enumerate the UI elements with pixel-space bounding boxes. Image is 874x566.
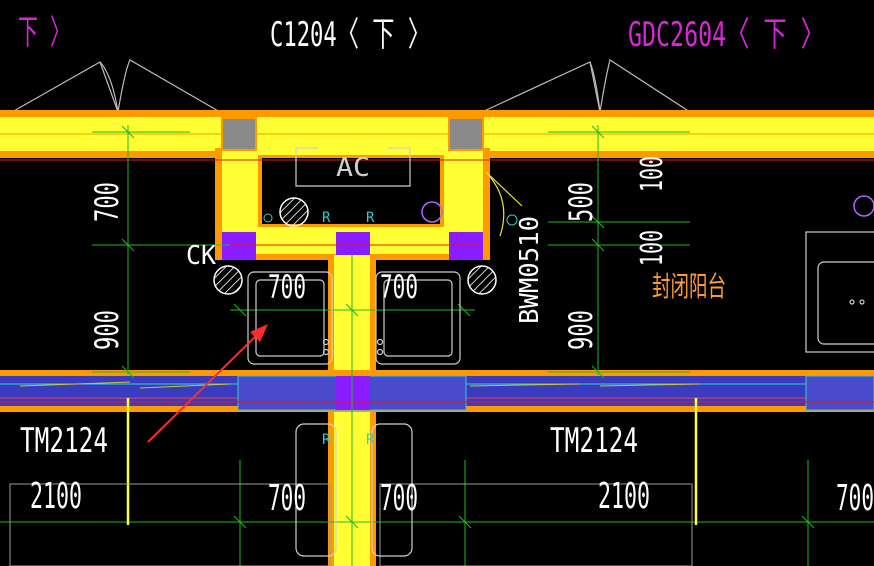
room-outline-right xyxy=(379,483,693,566)
dim-left-vert-700: 700 xyxy=(88,182,126,222)
circle-icon xyxy=(853,195,874,217)
pipe-tag-b: R xyxy=(366,210,375,226)
red-arrow-icon xyxy=(147,324,268,443)
dim-right-vert-900: 900 xyxy=(562,310,600,350)
column-purple-right xyxy=(449,232,483,260)
window-band xyxy=(0,370,874,412)
door-swing-arc-icon xyxy=(485,171,523,237)
door-left-label: TM2124 xyxy=(20,421,108,461)
balcony-label: 封闭阳台 xyxy=(652,270,726,303)
pipe-tag-a: R xyxy=(322,210,331,226)
column-gray-right xyxy=(448,117,484,151)
ac-unit xyxy=(295,147,411,187)
window-c1204-label: C1204〈 下 〉 xyxy=(270,15,430,55)
top-left-fragment-label: 下 〉 xyxy=(18,13,70,53)
dim-inner-left-700: 700 xyxy=(268,268,306,306)
circle-icon xyxy=(263,213,273,223)
dimension-lines xyxy=(0,125,874,566)
hatched-circle-icon xyxy=(213,197,497,295)
dim-bottom-left-700: 700 xyxy=(268,478,306,519)
pipe-tag-c: R xyxy=(322,432,331,448)
room-outline-left xyxy=(9,483,331,566)
dim-inner-right-700: 700 xyxy=(380,268,418,306)
dim-bottom-mid-700: 700 xyxy=(380,478,418,519)
pipe-tag-d: R xyxy=(366,432,375,448)
window-gdc2604-label: GDC2604〈 下 〉 xyxy=(628,15,824,55)
top-wall xyxy=(0,110,874,158)
sink-fixture xyxy=(805,231,874,353)
dim-bottom-right-700: 700 xyxy=(836,478,874,519)
dim-right-width: 2100 xyxy=(598,476,650,517)
dim-far-right-100b: 100 xyxy=(635,230,670,266)
bwm-label: BWM0510 xyxy=(515,216,545,324)
dim-left-vert-900: 900 xyxy=(88,310,126,350)
column-purple-left xyxy=(222,232,256,260)
circle-icon xyxy=(421,201,443,223)
circle-icon xyxy=(506,214,518,226)
ck-label: CK xyxy=(186,241,216,271)
ac-label: AC xyxy=(336,153,370,183)
dim-left-width: 2100 xyxy=(30,476,82,517)
door-swing-arc-icon xyxy=(11,59,691,113)
dim-right-vert-500: 500 xyxy=(562,182,600,222)
dim-far-right-100a: 100 xyxy=(635,156,670,192)
toilet-fixture-icon xyxy=(247,271,461,557)
door-right-label: TM2124 xyxy=(550,421,638,461)
column-gray-left xyxy=(221,117,257,151)
